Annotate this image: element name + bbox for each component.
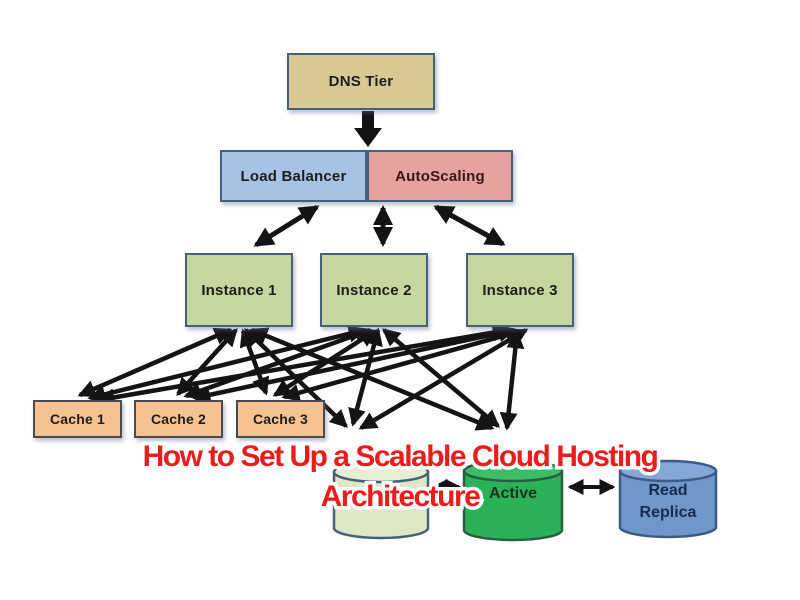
page-title-line1: How to Set Up a Scalable Cloud Hosting xyxy=(139,437,662,477)
database-read-replica-label-line1: Read xyxy=(648,482,687,499)
load-balancer-box: Load Balancer xyxy=(220,150,367,202)
lb-to-instance-arrows xyxy=(253,204,506,248)
cache-2-box: Cache 2 xyxy=(134,400,223,438)
cache-3-box: Cache 3 xyxy=(236,400,325,438)
instance-1-box: Instance 1 xyxy=(185,253,293,327)
database-active-cylinder: Active xyxy=(462,459,564,542)
instance-3-box: Instance 3 xyxy=(466,253,574,327)
database-left-cylinder xyxy=(332,460,430,540)
database-read-replica-label-line2: Replica xyxy=(640,504,697,521)
autoscaling-box: AutoScaling xyxy=(367,150,513,202)
page-title-overlay: How to Set Up a Scalable Cloud Hosting A… xyxy=(0,437,800,517)
cache-1-box: Cache 1 xyxy=(33,400,122,438)
dns-to-lb-arrow-icon xyxy=(354,111,382,147)
instance-mesh-arrows xyxy=(77,323,529,431)
page-title-line2: Architecture xyxy=(317,477,484,517)
database-read-replica-cylinder: Read Replica xyxy=(618,459,718,539)
instance-2-box: Instance 2 xyxy=(320,253,428,327)
dns-tier-box: DNS Tier xyxy=(287,53,435,110)
database-active-label: Active xyxy=(489,485,537,502)
